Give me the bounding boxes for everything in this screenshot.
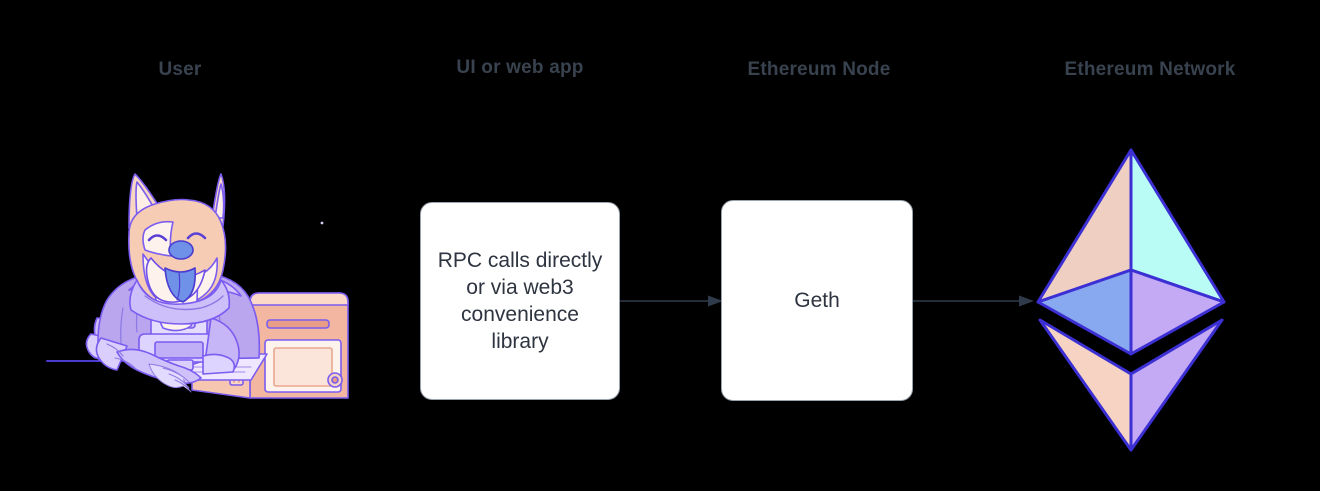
column-heading-ethereum-network: Ethereum Network <box>1064 59 1236 80</box>
arrow-geth-to-ethereum-network <box>913 295 1034 307</box>
shiba-inu-astronaut-icon <box>46 173 349 399</box>
node-box-geth-label: Geth <box>794 289 840 312</box>
ethereum-diamond-logo <box>1036 148 1226 452</box>
column-heading-user: User <box>158 59 202 80</box>
column-heading-ethereum-node: Ethereum Node <box>747 59 891 80</box>
arrow-rpc-to-geth <box>620 295 723 307</box>
node-box-rpc[interactable]: RPC calls directly or via web3 convenien… <box>420 202 620 400</box>
column-heading-ui-or-web-app: UI or web app <box>456 57 584 78</box>
node-box-rpc-label: RPC calls directly or via web3 convenien… <box>437 249 603 353</box>
node-box-geth[interactable]: Geth <box>721 200 913 401</box>
